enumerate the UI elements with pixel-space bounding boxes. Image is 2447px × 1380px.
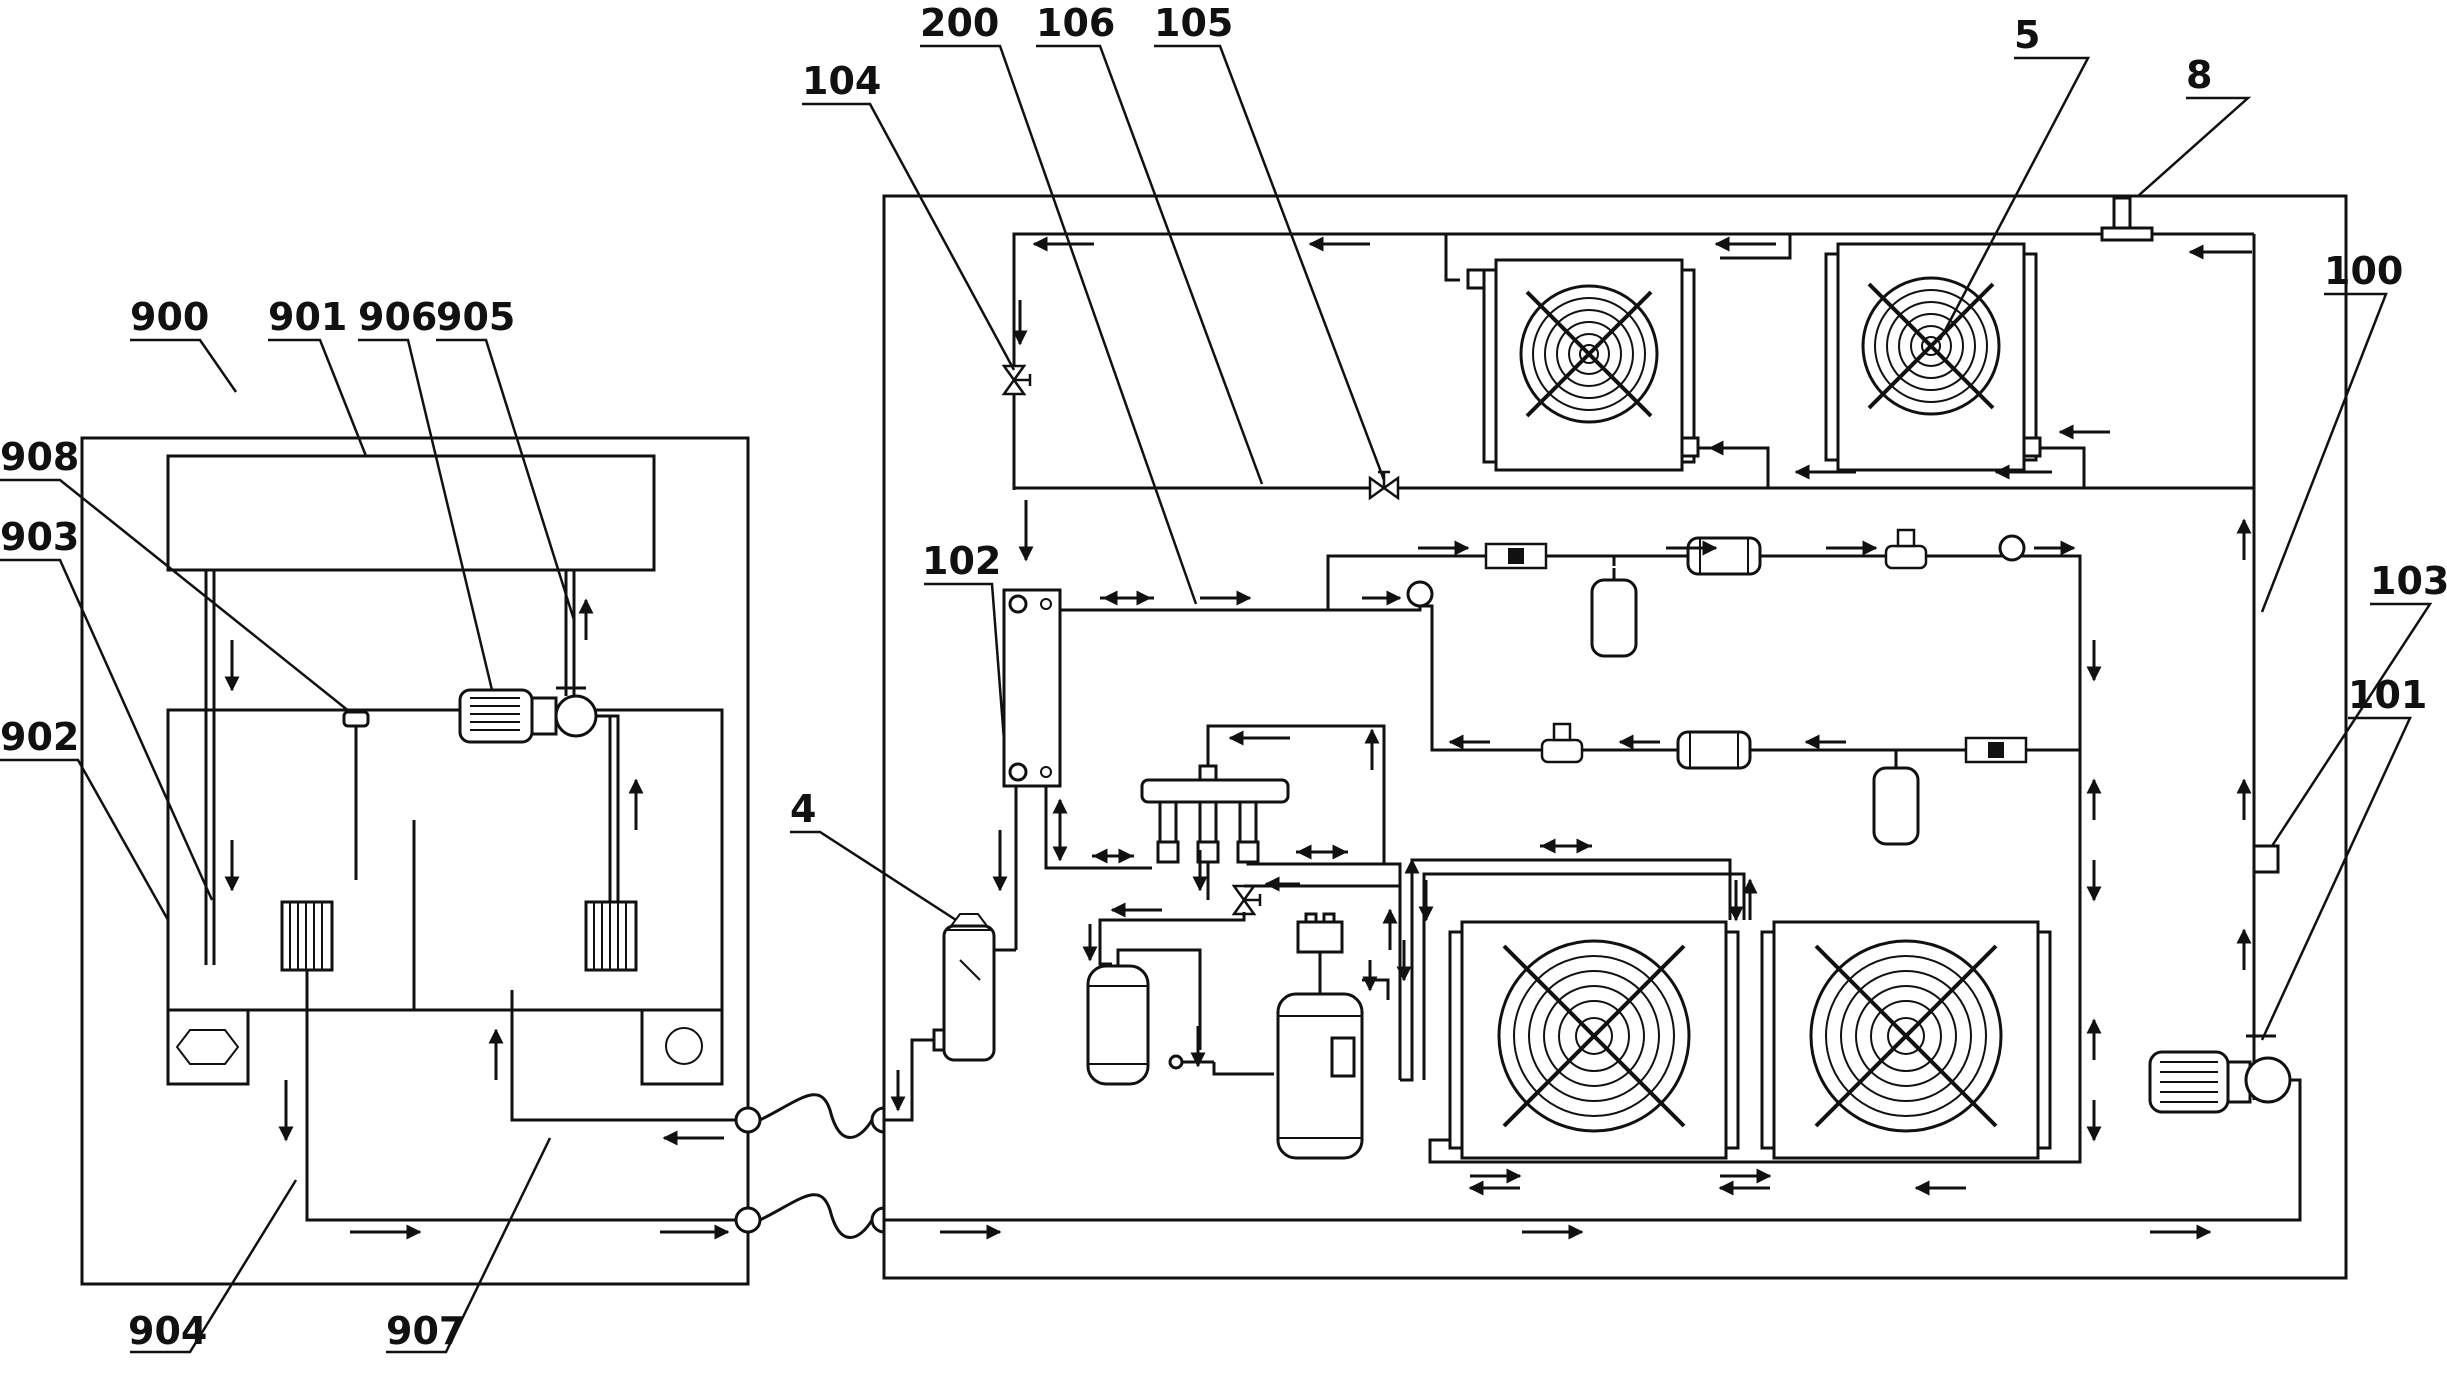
filter-icon (934, 914, 994, 1060)
label-906: 906 (358, 295, 437, 339)
label-900: 900 (130, 295, 209, 339)
connection-hoses (736, 1095, 896, 1238)
lower-tank (168, 710, 722, 1010)
sight-glass-icon (1964, 736, 2028, 764)
label-200: 200 (920, 1, 999, 45)
label-100: 100 (2324, 249, 2403, 293)
fan-coil-2 (1826, 244, 2040, 470)
strainer-left (282, 902, 332, 970)
label-5: 5 (2014, 13, 2040, 57)
pump-icon (2150, 1036, 2290, 1112)
upper-reservoir (168, 456, 654, 570)
tank-foot-right (642, 1010, 722, 1084)
sensor-icon (2254, 846, 2278, 872)
condenser-2 (1762, 922, 2050, 1158)
label-8: 8 (2186, 53, 2212, 97)
accumulator-icon (1088, 966, 1148, 1084)
filter-drier-icon (1676, 730, 1752, 770)
label-106: 106 (1036, 1, 1115, 45)
label-902: 902 (0, 715, 79, 759)
label-103: 103 (2370, 559, 2447, 603)
tank-foot-left (168, 1010, 248, 1084)
label-101: 101 (2348, 673, 2427, 717)
label-905: 905 (436, 295, 515, 339)
label-105: 105 (1154, 1, 1233, 45)
callout-labels: 900 901 906 905 908 903 902 904 907 4 10… (0, 1, 2447, 1353)
chiller-unit (884, 196, 2346, 1278)
sight-glass-icon (1484, 542, 1548, 570)
strainer-right (586, 902, 636, 970)
filter-drier-icon (1686, 536, 1762, 576)
label-904: 904 (128, 1309, 207, 1353)
fan-coil-1 (1468, 260, 1698, 470)
label-102: 102 (922, 539, 1001, 583)
label-908: 908 (0, 435, 79, 479)
condenser-1 (1450, 922, 1738, 1158)
tank-unit (82, 438, 748, 1284)
plate-heat-exchanger-icon (1004, 590, 1060, 786)
receiver-icon (1872, 754, 1920, 846)
label-4: 4 (790, 787, 816, 831)
receiver-icon (1590, 566, 1638, 658)
label-903: 903 (0, 515, 79, 559)
label-907: 907 (386, 1309, 465, 1353)
leader-lines (0, 46, 2430, 1352)
label-104: 104 (802, 59, 881, 103)
label-901: 901 (268, 295, 347, 339)
manifold-icon (1142, 766, 1288, 862)
pump-icon (460, 690, 596, 742)
